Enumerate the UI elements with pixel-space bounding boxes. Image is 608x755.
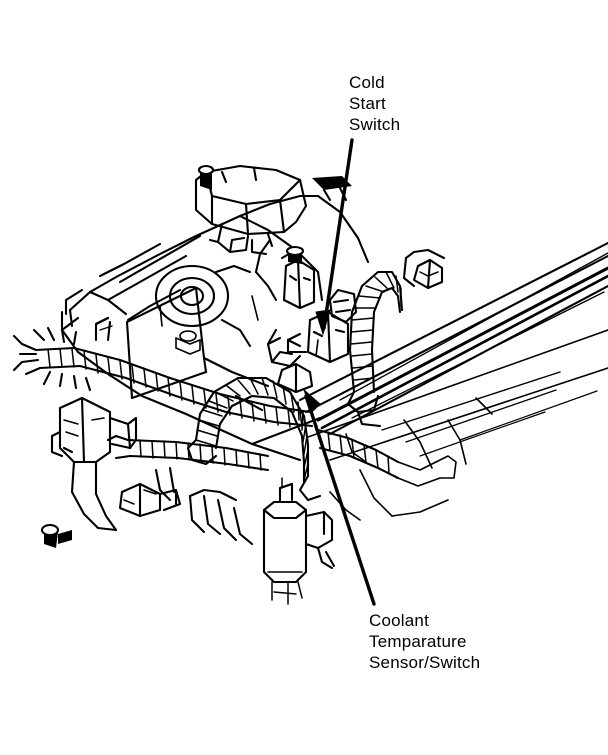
- hose-segment-right: [316, 428, 400, 480]
- cowl-edge: [64, 242, 162, 316]
- callout-label-coolant-temperature-sensor-switch: Coolant Temparature Sensor/Switch: [369, 610, 480, 673]
- bolt-lower-left: [41, 524, 72, 548]
- hose-loop-center: [186, 376, 322, 502]
- cylindrical-sensor: [262, 477, 336, 605]
- callout-label-cold-start-switch: Cold Start Switch: [349, 72, 400, 135]
- connector-left: [118, 482, 182, 518]
- hose-arch-right: [346, 270, 404, 428]
- engine-upper-panel: [202, 194, 370, 388]
- frame-rail: [298, 241, 608, 461]
- callout-line-1: Cold: [349, 73, 385, 92]
- callout-leaders: [303, 138, 376, 606]
- casting-boss: [328, 288, 358, 324]
- leader-line-coolant-sensor: [303, 389, 376, 606]
- callout-line-2: Start: [349, 94, 386, 113]
- intake-plenum: [194, 164, 308, 256]
- pulley: [154, 264, 252, 348]
- callout-line-2: Temparature: [369, 632, 467, 651]
- callout-line-1: Coolant: [369, 611, 429, 630]
- nut-right: [402, 248, 446, 290]
- callout-line-3: Sensor/Switch: [369, 653, 481, 672]
- bracket-left: [50, 396, 138, 532]
- linkage-bottom-left: [154, 466, 254, 546]
- callout-line-3: Switch: [349, 115, 401, 134]
- block-detail-lines: [159, 295, 493, 521]
- leader-line-cold-start: [315, 138, 354, 336]
